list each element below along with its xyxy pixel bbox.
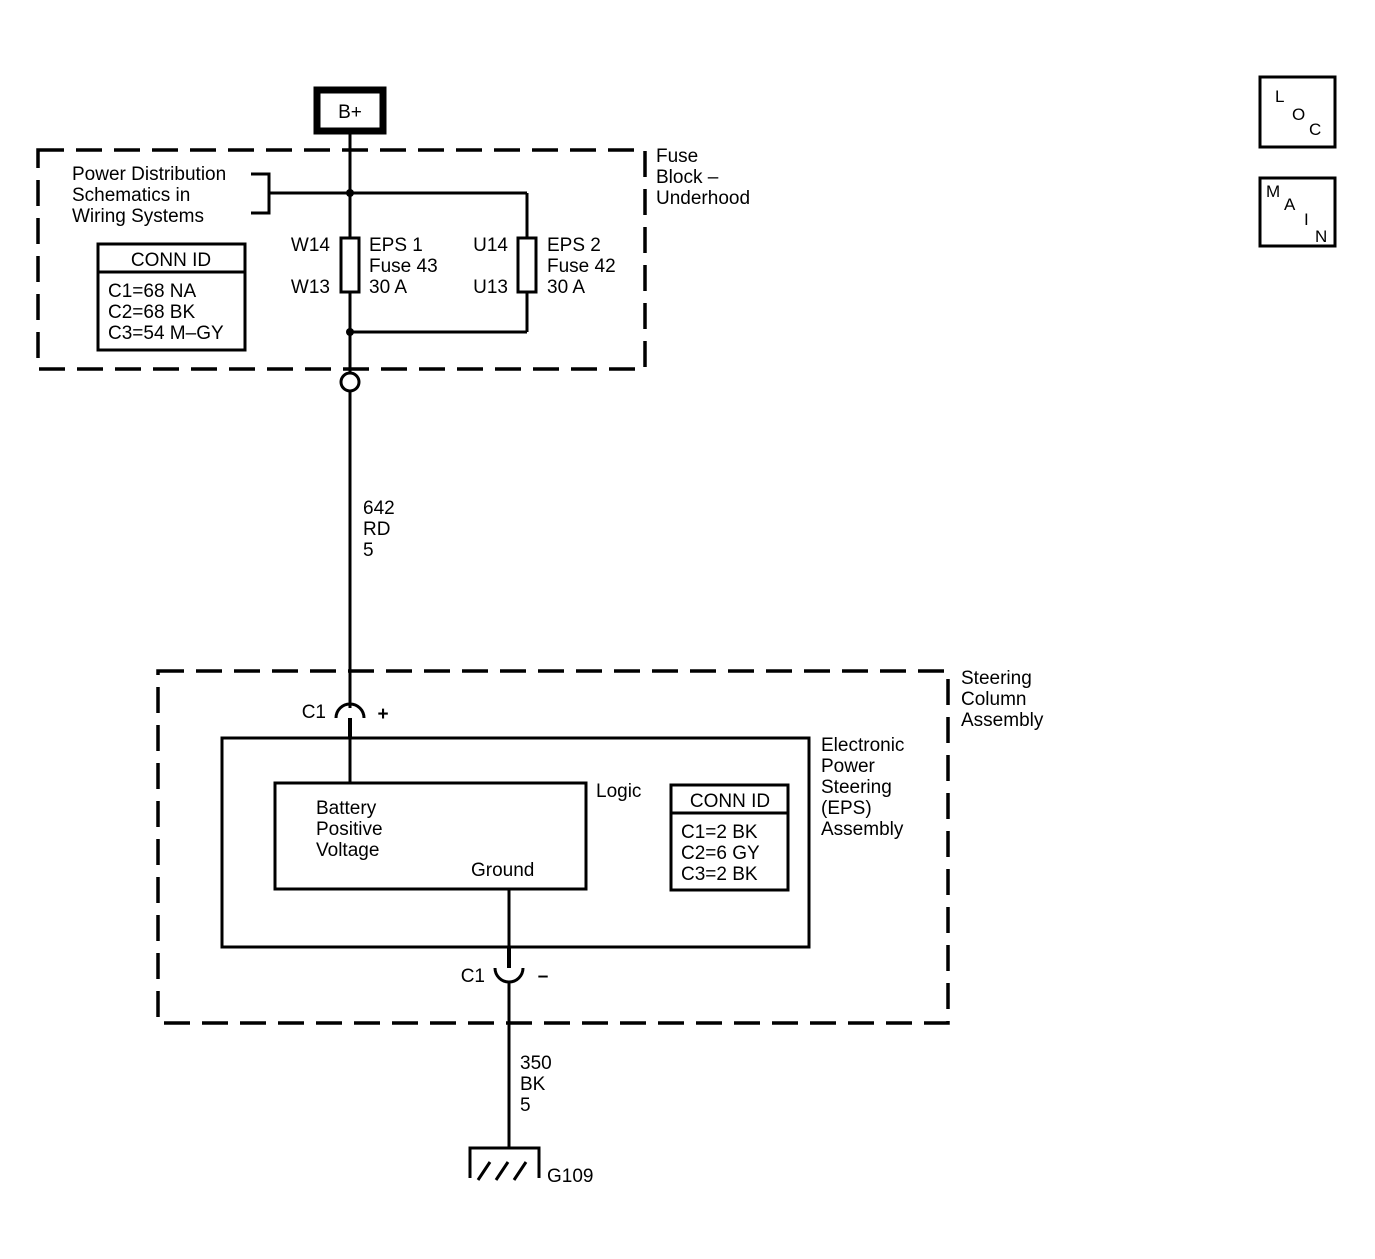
fuse1-bottom-pin: W13 (291, 277, 330, 298)
connector-c1-top (334, 702, 366, 719)
svg-text:N: N (1315, 227, 1327, 246)
svg-text:CONN ID: CONN ID (690, 791, 770, 812)
fuse2-top-pin: U14 (473, 235, 508, 256)
battery-positive-voltage-label: Battery Positive Voltage (316, 798, 388, 861)
fuse-block-outline (36, 148, 647, 371)
connector-c1-bottom-label: C1 (461, 966, 485, 987)
steering-column-outline (156, 669, 950, 1025)
svg-text:C1=2 BK C2=6 GY C3: C1=2 BK C2=6 GY C3=2 BK (681, 822, 765, 885)
fuse1-top-pin: W14 (291, 235, 331, 256)
splice-top (346, 189, 354, 197)
svg-text:L: L (1275, 87, 1284, 106)
fuse2-symbol (516, 236, 538, 294)
connector-c1-top-label: C1 (302, 702, 326, 723)
logic-box (273, 781, 588, 891)
svg-text:C: C (1309, 120, 1321, 139)
fuse2-bottom-pin: U13 (473, 277, 508, 298)
svg-text:M: M (1266, 182, 1280, 201)
connector-c1-bottom-polarity: – (538, 966, 549, 987)
power-distribution-reference: Power Distribution Schematics in Wiring … (72, 164, 231, 227)
eps-module-title: Electronic Power Steering (EPS) Assembly (821, 735, 910, 840)
eps-conn-id-table: CONN ID C1=2 BK C2=6 GY C3=2 BK (669, 783, 790, 892)
svg-text:A: A (1284, 195, 1296, 214)
splice-bottom (346, 328, 354, 336)
svg-text:CONN ID: CONN ID (131, 250, 211, 271)
logic-label: Logic (596, 781, 641, 802)
ground-symbol (468, 1146, 541, 1181)
svg-text:O: O (1292, 105, 1305, 124)
fuse-block-connector (339, 371, 361, 393)
wire-642-label: 642 RD 5 (363, 498, 400, 561)
battery-label: B+ (338, 102, 362, 123)
fuse1-label: EPS 1 Fuse 43 30 A (369, 235, 443, 298)
reference-bracket (251, 172, 271, 215)
fuse-block-title: Fuse Block – Underhood (656, 146, 750, 209)
svg-text:I: I (1304, 210, 1309, 229)
ground-terminal-label: Ground (471, 860, 534, 881)
ground-point-label: G109 (547, 1166, 593, 1187)
connector-c1-bottom (493, 967, 525, 984)
wire-350-label: 350 BK 5 (520, 1053, 557, 1116)
battery-terminal: B+ (313, 86, 387, 135)
loc-nav-button[interactable]: L O C (1258, 75, 1337, 149)
fuse1-symbol (339, 236, 361, 294)
main-nav-button[interactable]: M A I N (1258, 176, 1337, 248)
connector-c1-top-polarity: + (377, 704, 388, 725)
fuse2-label: EPS 2 Fuse 42 30 A (547, 235, 621, 298)
fuse-block-conn-id-table: CONN ID C1=68 NA C2=68 BK C3=54 M–GY (96, 242, 247, 352)
svg-text:C1=68 NA C2=68 BK: C1=68 NA C2=68 BK C3=54 M–GY (108, 281, 224, 344)
steering-column-title: Steering Column Assembly (961, 668, 1044, 731)
